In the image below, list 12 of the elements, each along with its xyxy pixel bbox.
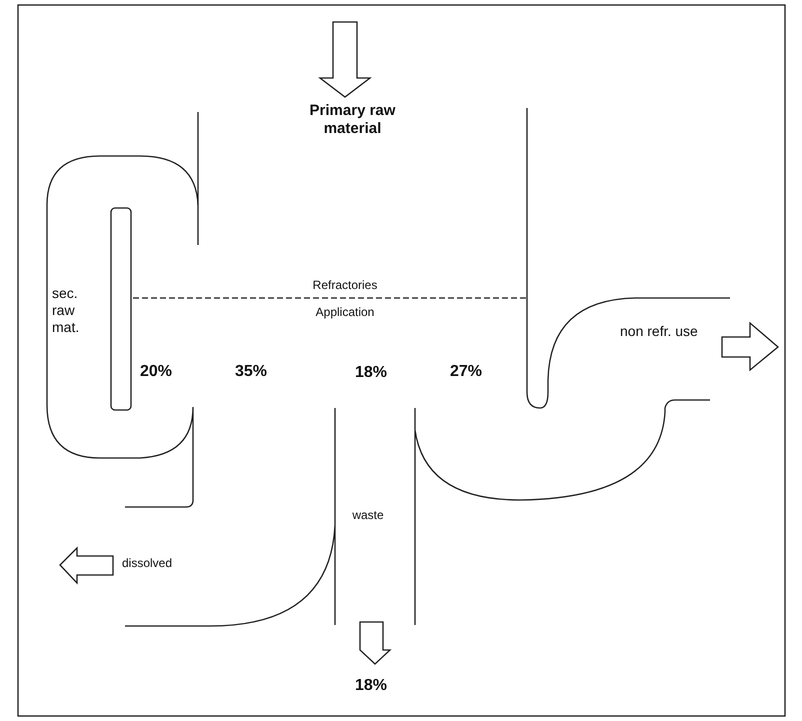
flow-label: Application xyxy=(314,305,376,320)
bold-label: 18% xyxy=(355,676,388,696)
bold-label: 35% xyxy=(235,362,268,382)
flow-label: waste xyxy=(351,508,385,522)
bold-label: 18% xyxy=(355,363,388,382)
bold-label: Primary raw material xyxy=(308,102,396,138)
flow-label: dissolved xyxy=(122,556,174,570)
flow-label: non refr. use xyxy=(620,323,699,340)
flow-label: sec. raw mat. xyxy=(52,285,80,336)
bold-label: 20% xyxy=(140,362,174,382)
flow-label: Refractories xyxy=(312,278,378,292)
bold-label: 27% xyxy=(450,362,484,382)
